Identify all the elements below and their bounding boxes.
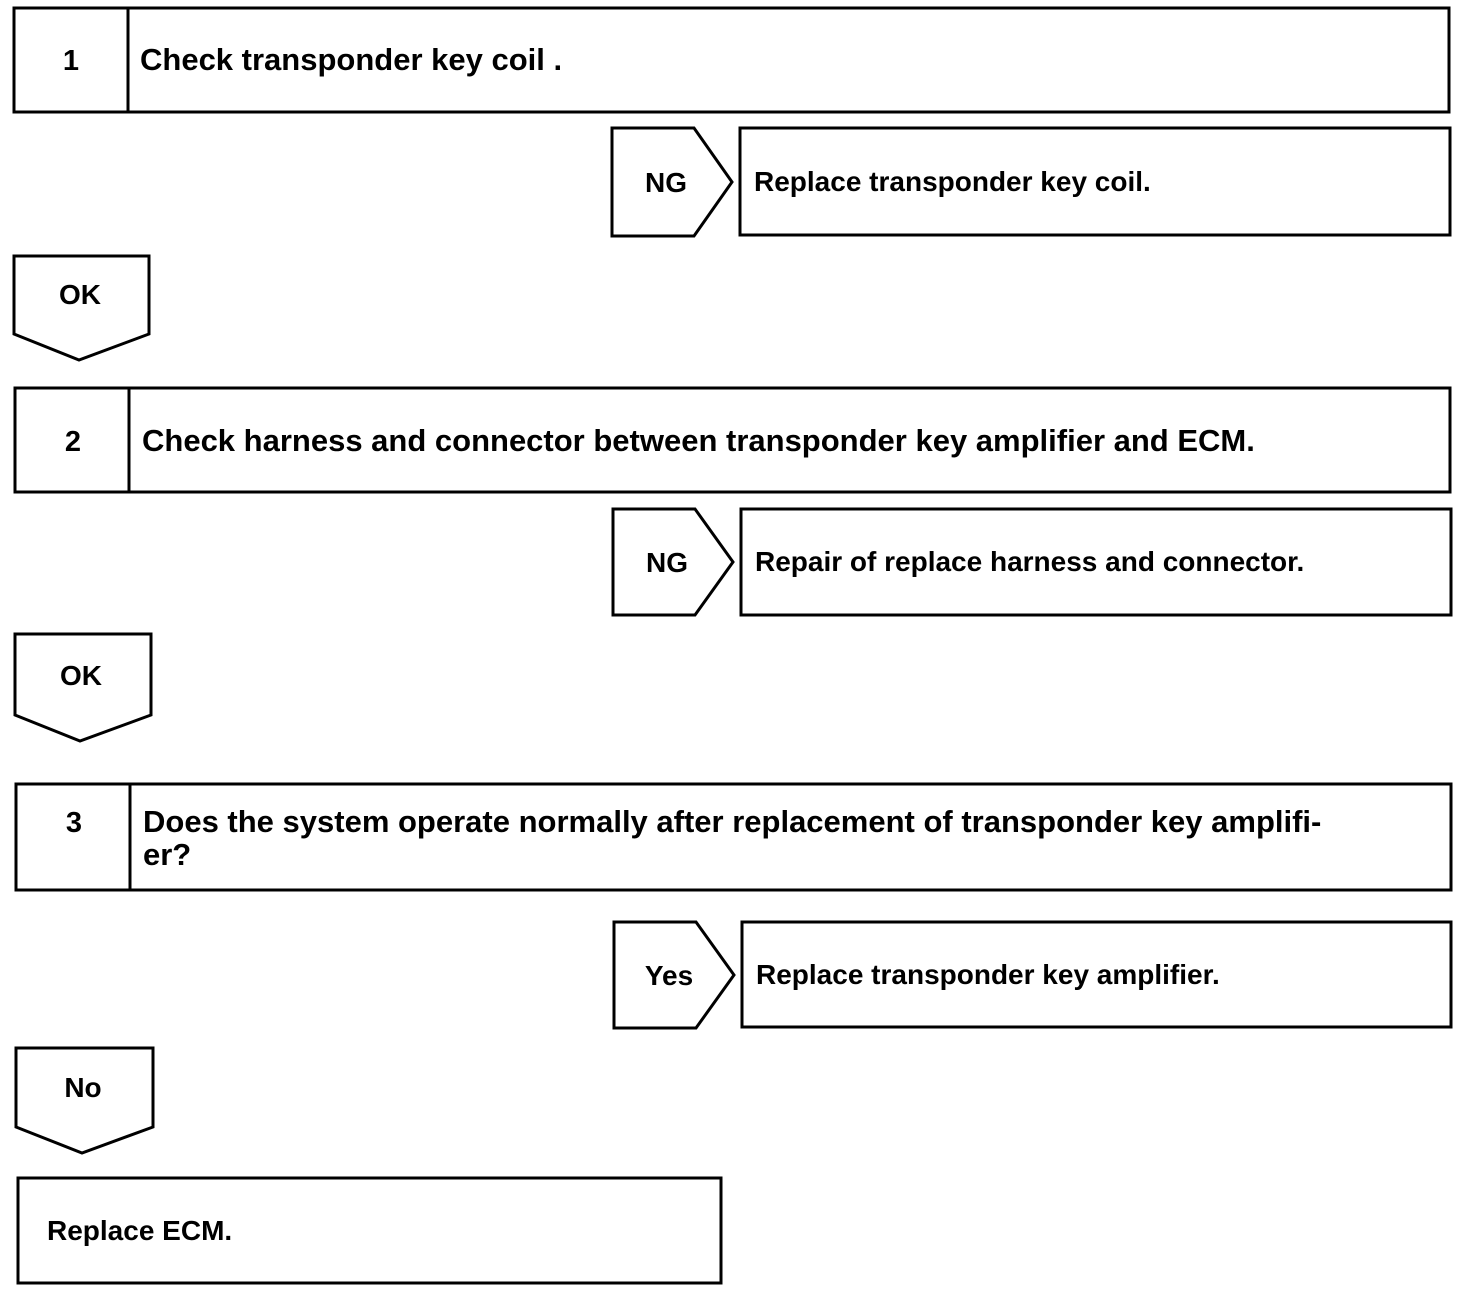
step-3: 3 Does the system operate normally after… <box>14 782 1453 892</box>
step-3-no-branch: No <box>14 1046 155 1155</box>
step-3-yes-label: Yes <box>645 960 693 991</box>
step-3-yes-action-text: Replace transponder key amplifier. <box>756 959 1220 990</box>
step-3-yes-action-box <box>740 920 1453 1029</box>
step-1-ng-branch: NG Replace transponder key coil. <box>610 126 1452 238</box>
step-1-box <box>12 6 1451 114</box>
step-2-number: 2 <box>65 426 81 458</box>
final-step: Replace ECM. <box>16 1176 723 1285</box>
step-1-ok-branch: OK <box>12 254 151 362</box>
step-3-yes-arrow <box>612 920 736 1030</box>
step-2: 2 Check harness and connector between tr… <box>13 386 1452 494</box>
step-1: 1 Check transponder key coil . <box>12 6 1451 114</box>
step-3-number: 3 <box>66 807 82 839</box>
step-3-text-line-1: Does the system operate normally after r… <box>143 804 1321 839</box>
step-1-ng-arrow <box>610 126 734 238</box>
step-3-no-arrow <box>14 1046 155 1155</box>
step-1-ng-label: NG <box>645 167 687 198</box>
step-1-ok-label: OK <box>59 279 101 310</box>
step-1-number: 1 <box>63 45 79 77</box>
step-3-box <box>14 782 1453 892</box>
step-2-ng-action-box <box>739 507 1453 617</box>
step-3-text-line-2: er? <box>143 837 191 872</box>
step-1-ng-action-text: Replace transponder key coil. <box>754 166 1151 197</box>
step-2-ng-branch: NG Repair of replace harness and connect… <box>611 507 1453 617</box>
step-1-ng-action-box <box>738 126 1452 237</box>
step-2-text-line-1: Check harness and connector between tran… <box>142 423 1255 458</box>
step-1-ok-arrow <box>12 254 151 362</box>
step-2-box <box>13 386 1452 494</box>
step-2-ng-action-text: Repair of replace harness and connector. <box>755 546 1304 577</box>
step-1-text-line-1: Check transponder key coil . <box>140 42 562 77</box>
final-action-box <box>16 1176 723 1285</box>
step-2-ng-label: NG <box>646 547 688 578</box>
step-2-ng-arrow <box>611 507 735 617</box>
step-2-ok-label: OK <box>60 660 102 691</box>
final-action-text: Replace ECM. <box>47 1215 232 1246</box>
step-3-no-label: No <box>64 1072 101 1103</box>
step-2-ok-branch: OK <box>13 632 153 743</box>
step-2-ok-arrow <box>13 632 153 743</box>
step-3-yes-branch: Yes Replace transponder key amplifier. <box>612 920 1453 1030</box>
